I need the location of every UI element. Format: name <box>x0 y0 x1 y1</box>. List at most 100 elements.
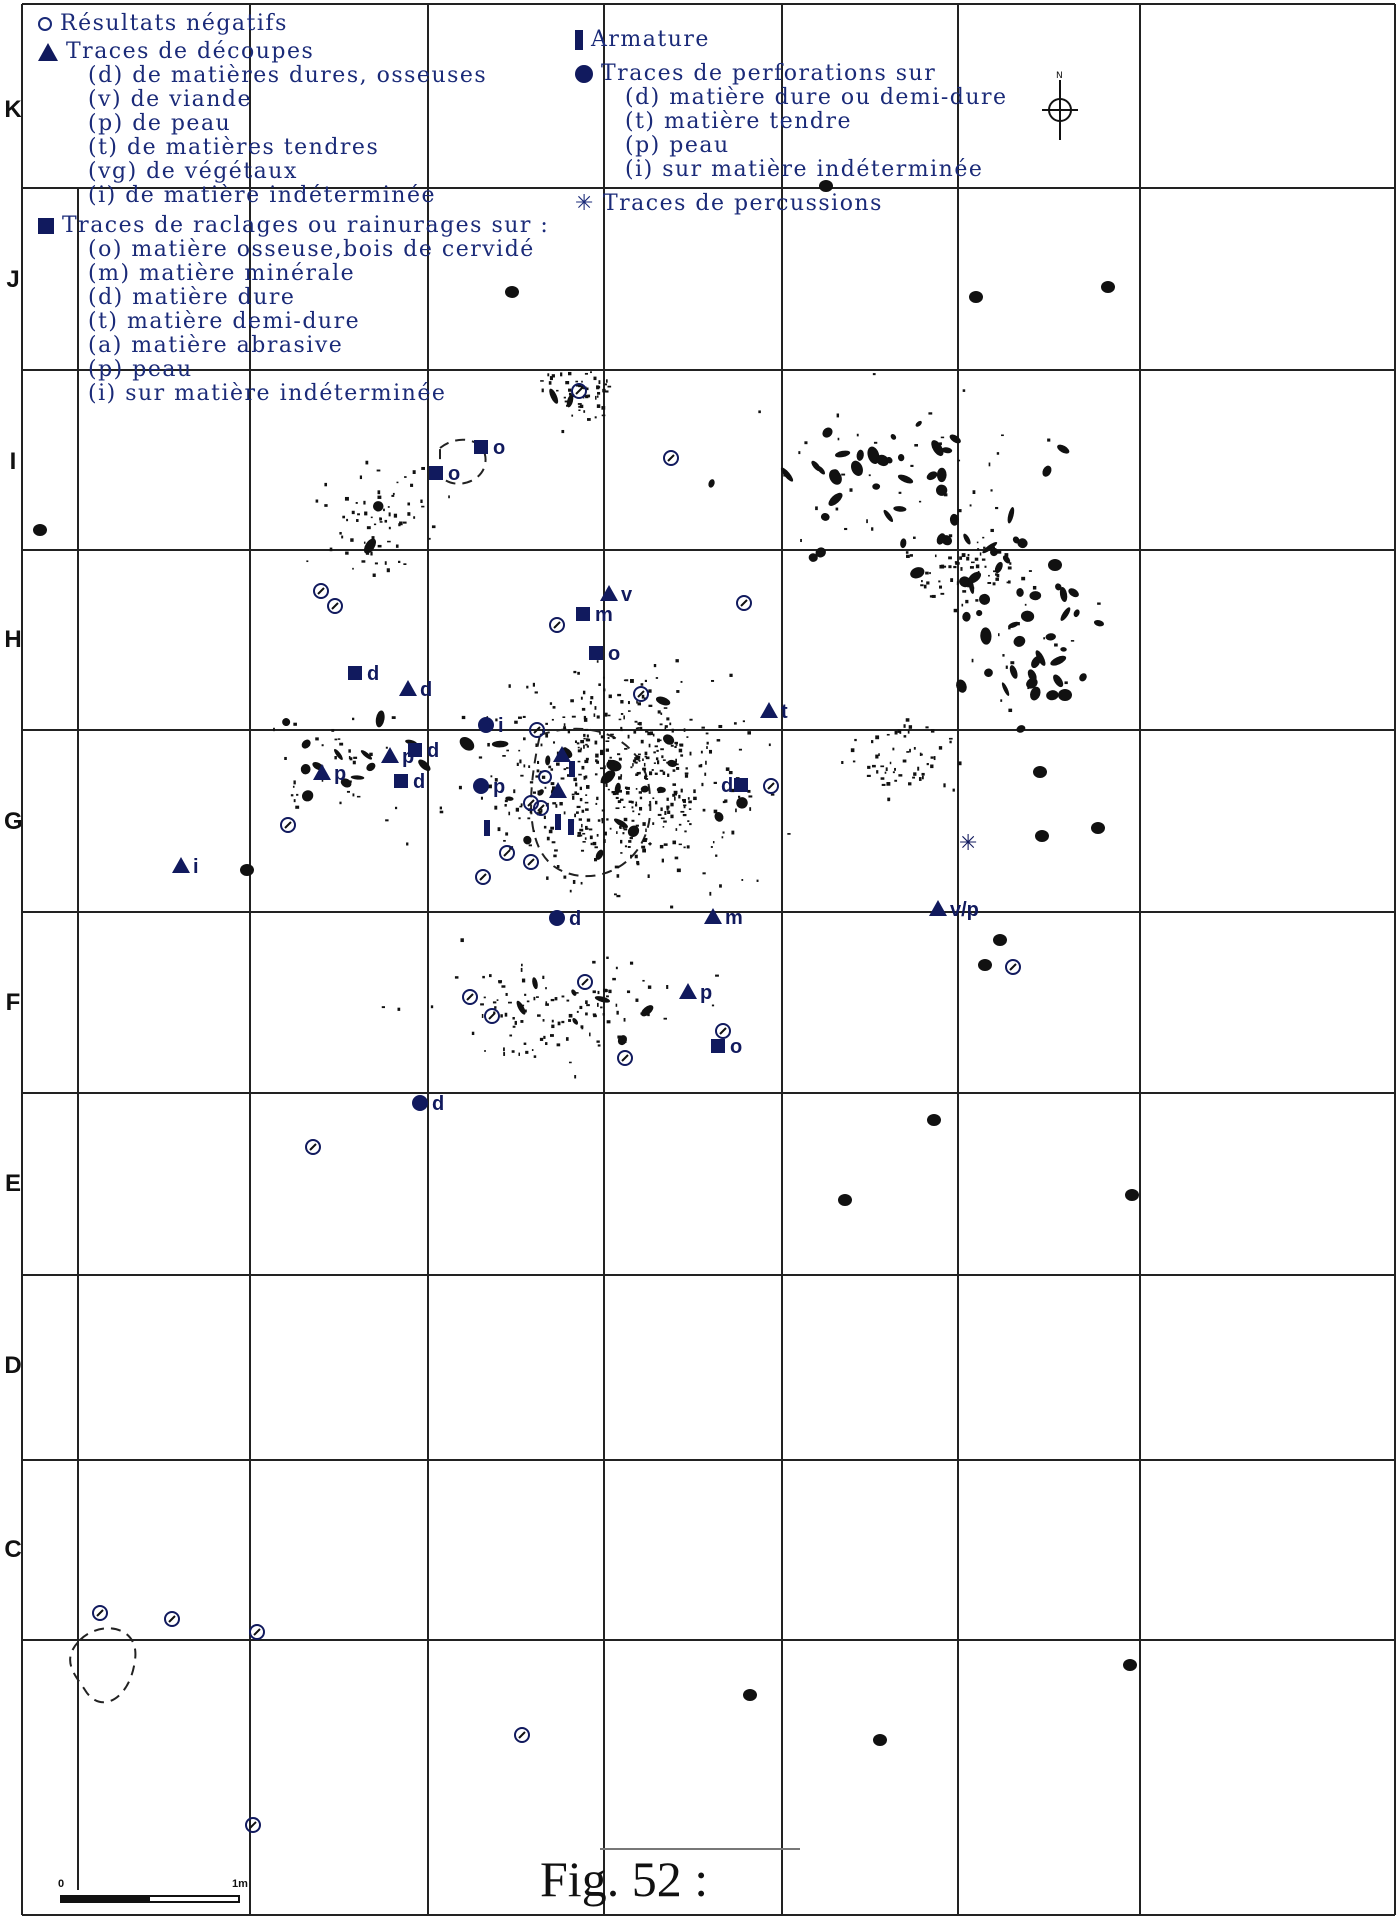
debris-dot <box>647 985 652 989</box>
debris-dot <box>549 376 553 381</box>
negative-result-marker <box>249 1624 265 1640</box>
debris-dot <box>655 677 659 679</box>
debris-dot <box>329 547 333 552</box>
debris-dot <box>548 381 552 385</box>
debris-dot <box>585 738 589 742</box>
debris-dot <box>568 1061 572 1064</box>
debris-dot <box>567 729 571 734</box>
debris-dot <box>546 836 550 841</box>
debris-dot <box>533 996 536 1001</box>
debris-piece <box>815 547 826 558</box>
debris-dot <box>421 466 425 470</box>
negative-result-marker <box>763 778 779 794</box>
debris-dot <box>747 731 752 735</box>
debris-dot <box>930 729 935 733</box>
debris-dot <box>346 518 349 522</box>
debris-dot <box>957 459 961 462</box>
debris-dot <box>645 828 647 833</box>
debris-dot <box>482 975 485 979</box>
debris-dot <box>502 755 506 757</box>
debris-dot <box>324 504 328 507</box>
debris-dot <box>563 726 567 730</box>
debris-dot <box>689 718 693 721</box>
debris-dot <box>539 1037 544 1041</box>
debris-dot <box>564 400 568 403</box>
row-label: E <box>4 1170 21 1197</box>
debris-dot <box>566 774 571 777</box>
negative-result-marker <box>499 845 515 861</box>
debris-dot <box>908 725 913 729</box>
debris-dot <box>642 838 647 843</box>
debris-dot <box>1054 643 1058 647</box>
debris-dot <box>379 521 383 523</box>
debris-dot <box>689 823 692 826</box>
debris-piece <box>1057 444 1070 454</box>
debris-dot <box>923 584 927 589</box>
debris-dot <box>568 388 572 392</box>
debris-dot <box>642 767 647 771</box>
debris-dot <box>1008 627 1011 630</box>
debris-dot <box>670 802 674 807</box>
debris-dot <box>667 810 671 815</box>
legend-item: (d) de matières dures, osseuses <box>88 63 488 88</box>
debris-dot <box>841 473 846 476</box>
debris-dot <box>804 441 808 445</box>
debris-dot <box>910 464 914 467</box>
debris-dot <box>596 1040 600 1043</box>
debris-dot <box>536 769 540 773</box>
debris-dot <box>516 762 519 766</box>
debris-dot <box>981 558 986 561</box>
debris-dot <box>339 801 342 805</box>
debris-dot <box>377 495 382 499</box>
debris-dot <box>652 733 655 737</box>
marker-square: d <box>721 775 748 797</box>
debris-dot <box>996 452 1000 455</box>
debris-dot <box>351 510 355 515</box>
debris-piece <box>1001 682 1010 696</box>
debris-dot <box>680 680 683 683</box>
debris-dot <box>549 702 553 705</box>
debris-dot <box>897 729 900 733</box>
debris-piece <box>828 492 843 506</box>
debris-dot <box>535 775 539 778</box>
debris-dot <box>518 1052 520 1056</box>
debris-dot <box>660 748 664 751</box>
debris-piece-large <box>33 524 47 536</box>
negative-result-marker <box>484 1008 500 1024</box>
scale-bar <box>60 1895 240 1903</box>
debris-dot <box>628 800 632 803</box>
debris-dot <box>490 775 493 778</box>
debris-piece <box>968 577 975 594</box>
debris-piece <box>829 469 842 485</box>
debris-dot <box>642 848 646 853</box>
debris-dot <box>1032 585 1037 590</box>
debris-dot <box>513 789 516 794</box>
debris-dot <box>321 744 324 747</box>
debris-piece <box>835 450 851 458</box>
debris-dot <box>585 794 588 796</box>
debris-dot <box>659 769 664 772</box>
negative-result-marker <box>533 800 549 816</box>
debris-dot <box>931 594 936 598</box>
debris-dot <box>624 845 628 848</box>
debris-dot <box>334 738 338 741</box>
marker-label: d <box>432 1093 444 1115</box>
negative-result-marker <box>514 1727 530 1743</box>
debris-dot <box>617 753 621 756</box>
debris-dot <box>688 808 692 810</box>
open-circle-icon <box>38 17 52 31</box>
debris-dot <box>605 748 610 752</box>
debris-dot <box>663 707 668 709</box>
debris-dot <box>612 977 616 981</box>
debris-dot <box>356 795 361 798</box>
debris-dot <box>688 800 692 804</box>
debris-dot <box>815 506 818 511</box>
debris-piece <box>872 483 881 490</box>
debris-dot <box>315 737 319 741</box>
debris-piece <box>537 789 544 796</box>
legend-item: (t) de matières tendres <box>88 135 380 160</box>
marker-label: d <box>721 775 733 797</box>
debris-dot <box>1010 661 1015 665</box>
negative-result-marker <box>571 383 587 399</box>
debris-dot <box>550 392 554 397</box>
